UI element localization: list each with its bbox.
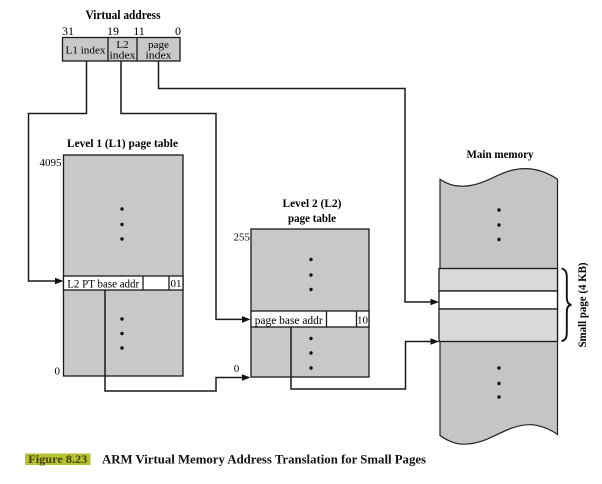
svg-text:L2: L2 bbox=[116, 39, 128, 51]
svg-text:Level 1 (L1) page table: Level 1 (L1) page table bbox=[67, 136, 179, 150]
svg-text:ARM Virtual Memory Address Tra: ARM Virtual Memory Address Translation f… bbox=[102, 452, 426, 467]
svg-text:Small page (4 KB): Small page (4 KB) bbox=[575, 263, 589, 348]
svg-text:index: index bbox=[146, 50, 173, 62]
svg-text:Figure 8.23: Figure 8.23 bbox=[28, 454, 87, 466]
svg-text:page table: page table bbox=[288, 211, 337, 225]
svg-text:page: page bbox=[148, 39, 169, 51]
svg-text:31: 31 bbox=[62, 24, 74, 38]
svg-text:Main memory: Main memory bbox=[467, 147, 534, 161]
svg-text:Virtual address: Virtual address bbox=[86, 7, 161, 22]
svg-text:255: 255 bbox=[234, 232, 251, 244]
svg-text:0: 0 bbox=[234, 363, 240, 375]
svg-text:19: 19 bbox=[107, 24, 119, 38]
svg-text:01: 01 bbox=[171, 278, 182, 290]
svg-text:Level 2 (L2): Level 2 (L2) bbox=[283, 196, 342, 210]
svg-text:10: 10 bbox=[357, 315, 369, 327]
svg-text:page base addr: page base addr bbox=[255, 315, 323, 327]
svg-text:0: 0 bbox=[55, 366, 61, 378]
svg-text:L1 index: L1 index bbox=[66, 45, 106, 57]
svg-text:index: index bbox=[110, 50, 137, 62]
svg-text:11: 11 bbox=[133, 24, 145, 38]
svg-text:4095: 4095 bbox=[40, 157, 63, 169]
svg-text:L2 PT base addr: L2 PT base addr bbox=[67, 279, 139, 291]
svg-text:0: 0 bbox=[175, 24, 181, 38]
